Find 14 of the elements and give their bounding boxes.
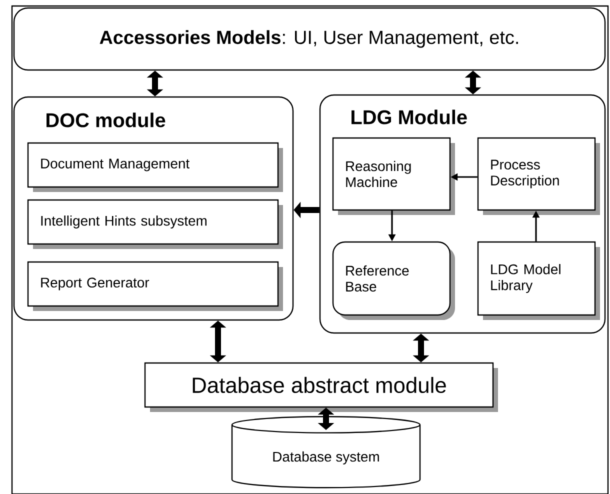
component-box: Report Generator: [27, 261, 283, 311]
arrow: [210, 320, 226, 362]
database-cylinder: Database system: [231, 416, 421, 488]
component-box: Process Description: [477, 137, 600, 215]
component-box: Document Management: [27, 142, 283, 192]
arrow: [412, 334, 430, 362]
component-box: LDG Model Library: [477, 241, 600, 320]
header-box: Accessories Models: UI, User Management, etc.: [13, 7, 606, 71]
arrow: [146, 70, 164, 96]
component-box: Intelligent Hints subsystem: [27, 199, 283, 249]
component-box: Reasoning Machine: [332, 137, 455, 215]
arrow: [464, 70, 482, 94]
module-box: Database abstract module: [144, 362, 498, 412]
component-box: Reference Base: [332, 241, 455, 320]
